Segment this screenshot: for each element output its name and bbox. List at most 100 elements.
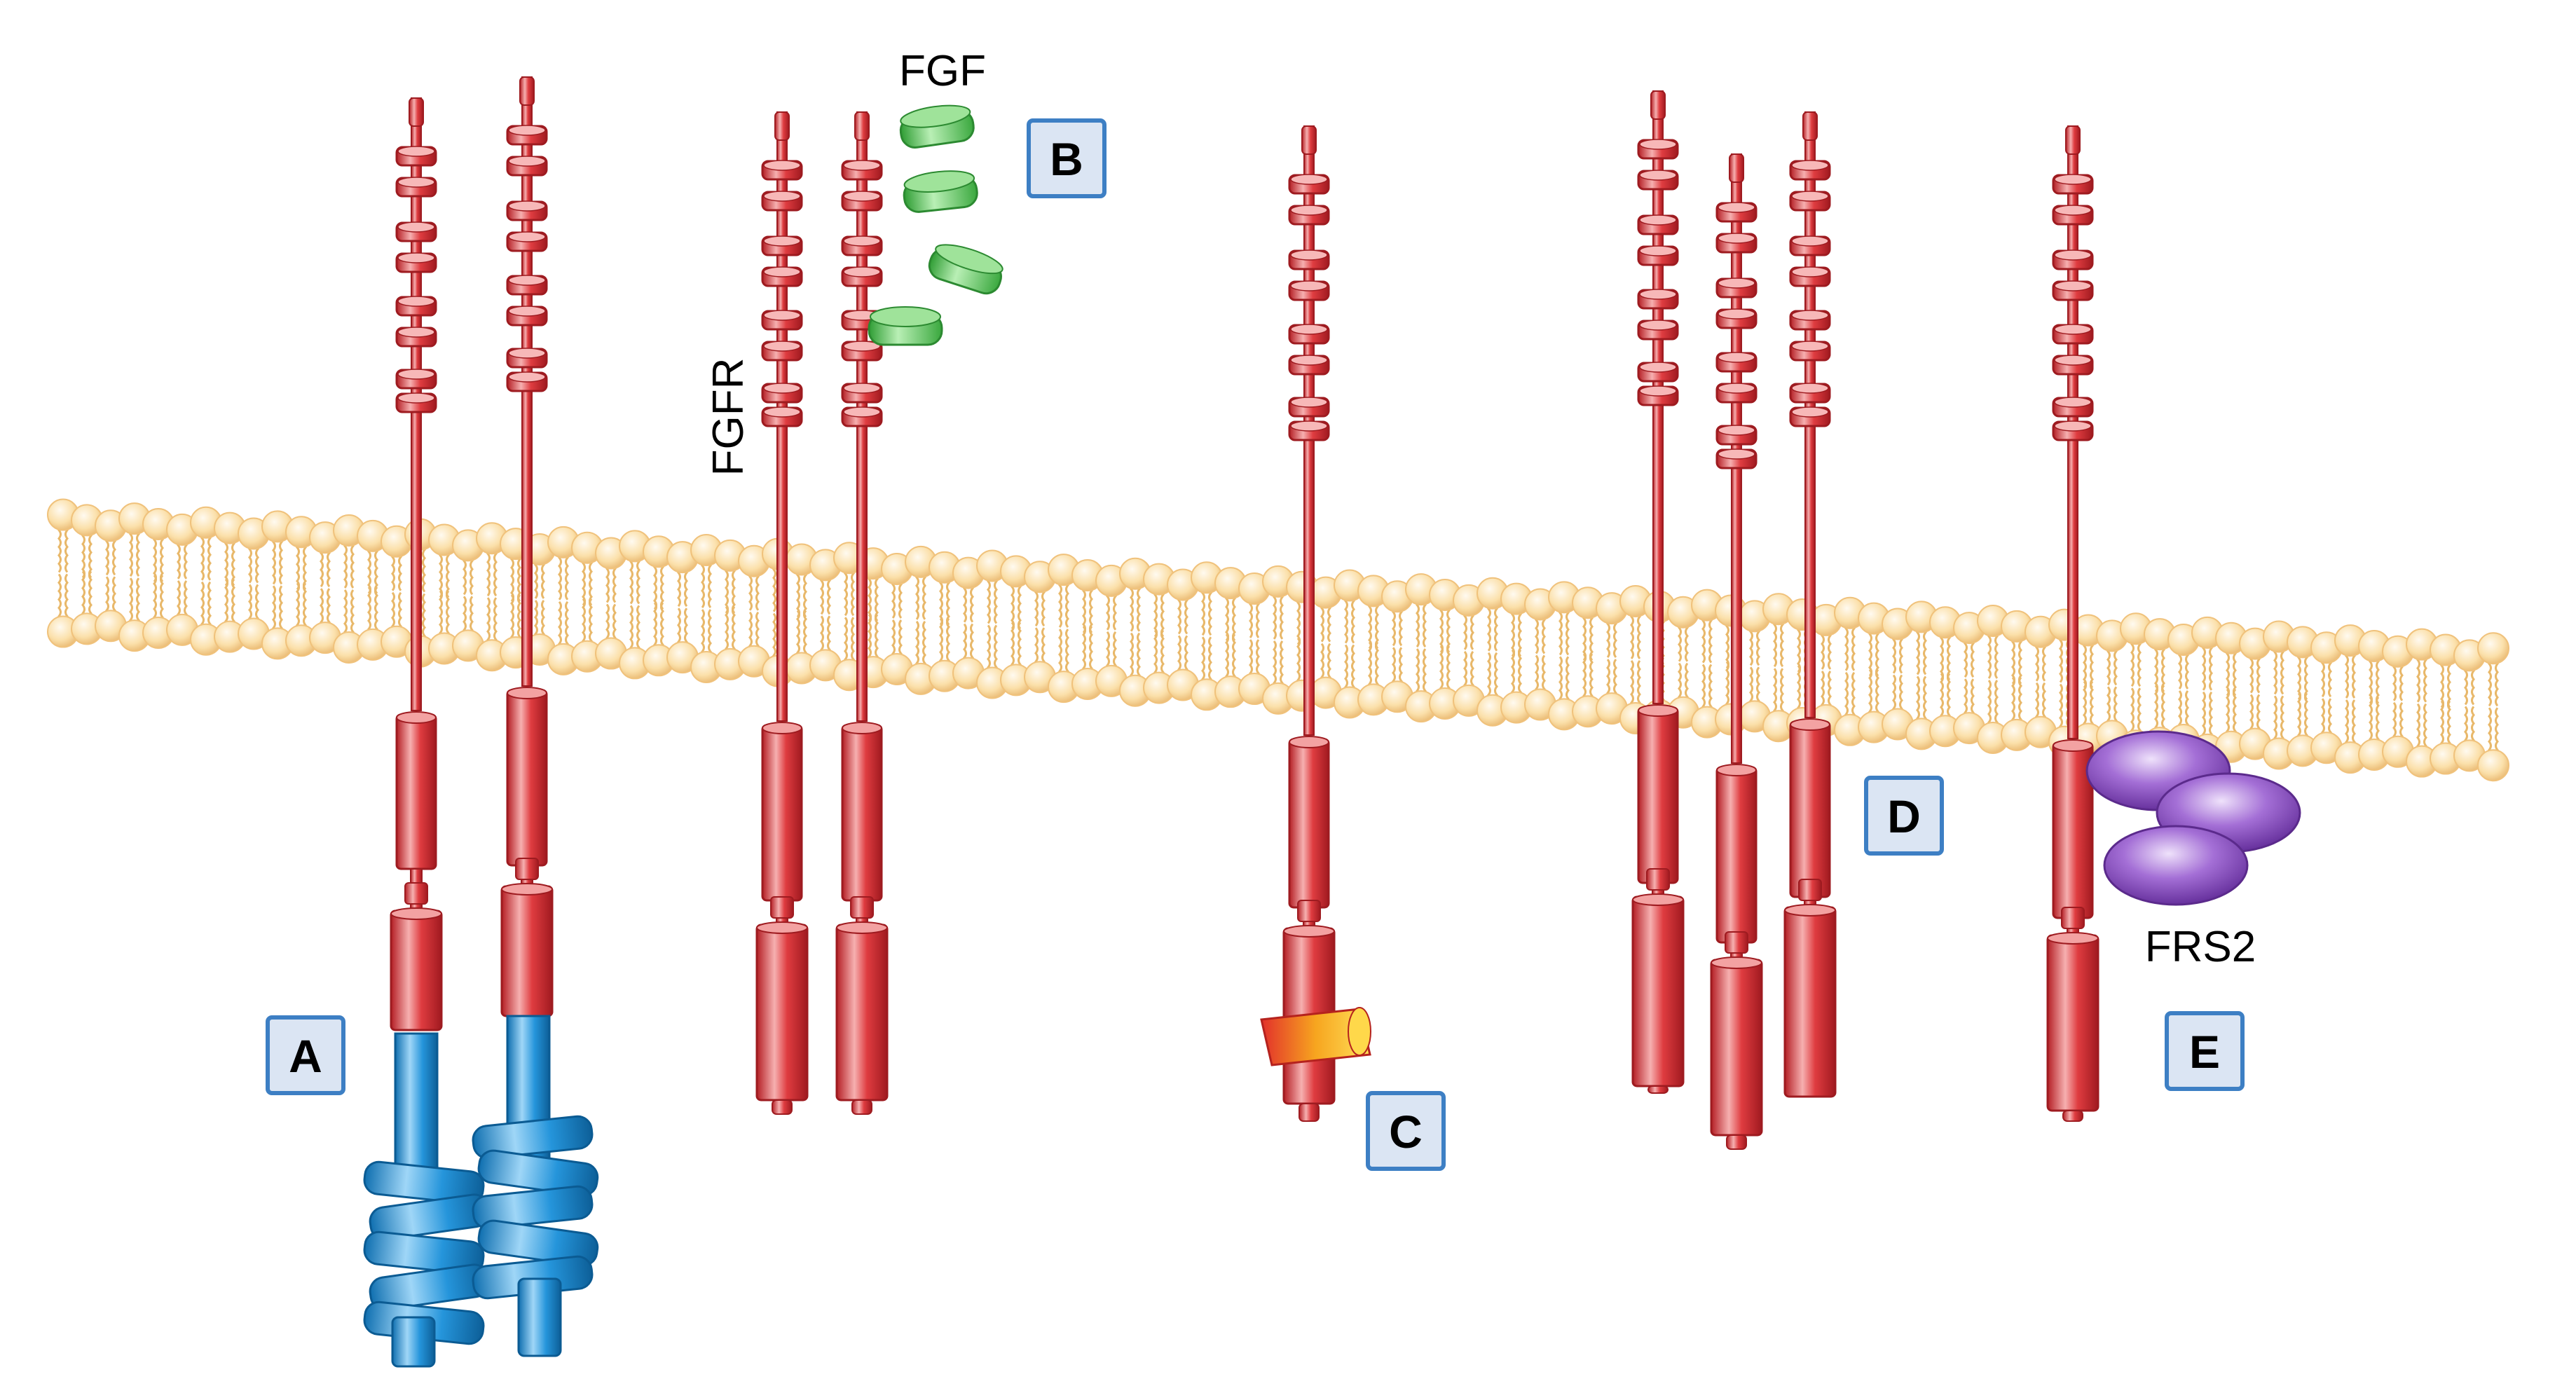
ig-like-domain-top xyxy=(763,310,801,321)
ig-like-domain-top xyxy=(397,177,435,188)
kinase-domain-alteration-c xyxy=(1260,1007,1371,1066)
ig-like-domain-top xyxy=(2054,355,2092,366)
panel-letter-b: B xyxy=(1050,133,1083,185)
receptor-domain-top xyxy=(1638,704,1678,717)
ig-like-domain-top xyxy=(843,383,881,394)
panel-box-b: B xyxy=(1027,118,1107,198)
ig-like-domain-top xyxy=(763,383,801,394)
ig-like-domain-top xyxy=(508,275,546,286)
ig-like-domain-top xyxy=(397,327,435,338)
partner-protein-panel-a xyxy=(363,1015,599,1368)
ig-like-domain-top xyxy=(763,191,801,202)
receptor-joint xyxy=(2061,907,2085,929)
ig-like-domain-top xyxy=(1639,245,1677,256)
ig-like-domain-top xyxy=(508,156,546,167)
kinase-domain-1 xyxy=(761,724,803,902)
ig-like-domain-top xyxy=(1791,406,1829,418)
kinase-domain-2 xyxy=(390,910,443,1031)
kinase-domain-1 xyxy=(395,713,437,870)
lipid-heads xyxy=(47,498,2509,782)
ig-like-domain-top xyxy=(763,341,801,352)
receptor-domain-top xyxy=(396,711,437,724)
receptor-tail xyxy=(1647,1085,1669,1094)
receptor-domain-top xyxy=(1784,904,1836,917)
receptor-tail xyxy=(851,1099,872,1115)
ig-like-domain-top xyxy=(1718,448,1755,460)
receptor-joint xyxy=(770,896,794,919)
ig-like-domain-top xyxy=(1639,289,1677,300)
ig-like-domain-top xyxy=(397,221,435,233)
ig-like-domain-top xyxy=(2054,174,2092,185)
receptor-tail xyxy=(2062,1110,2083,1122)
receptor-tip xyxy=(1301,125,1317,155)
kinase-domain-1 xyxy=(841,724,883,902)
receptor-joint xyxy=(1725,931,1748,954)
receptor-domain-top xyxy=(2047,932,2099,945)
fgfr-a-right xyxy=(500,76,554,1017)
ig-like-domain-top xyxy=(508,306,546,317)
fgf-ligand xyxy=(928,244,1003,295)
receptor-tip xyxy=(774,111,790,141)
ig-like-domain-top xyxy=(2054,420,2092,432)
ig-like-domain-top xyxy=(843,235,881,247)
ig-like-domain-top xyxy=(1290,397,1328,408)
panel-letter-c: C xyxy=(1389,1106,1423,1158)
receptor-tip xyxy=(409,97,424,127)
receptor-tail xyxy=(1299,1103,1320,1122)
partner-stalk xyxy=(391,1316,436,1368)
ig-like-domain-top xyxy=(1290,249,1328,261)
kinase-domain-1 xyxy=(1637,706,1679,884)
ig-like-domain-top xyxy=(763,406,801,418)
lipid-head xyxy=(2477,632,2509,665)
ig-like-domain-top xyxy=(1791,341,1829,352)
kinase-domain-2 xyxy=(755,924,809,1102)
ig-like-domain-top xyxy=(1718,352,1755,363)
altered-domain-band xyxy=(1260,1008,1371,1066)
kinase-domain-2 xyxy=(1783,906,1837,1098)
receptor-tip xyxy=(1729,153,1744,183)
ig-like-domain-top xyxy=(2054,205,2092,216)
ig-like-domain-top xyxy=(508,200,546,212)
receptor-domain-top xyxy=(1283,925,1335,938)
fgf-ligand-top xyxy=(903,170,975,193)
panel-box-d: D xyxy=(1864,776,1944,856)
ig-like-domain-top xyxy=(1791,160,1829,171)
ig-like-domain-top xyxy=(843,406,881,418)
fgfr-e xyxy=(2046,125,2099,1122)
kinase-domain-1 xyxy=(1789,720,1831,898)
ig-like-domain-top xyxy=(1718,202,1755,213)
ig-like-domain-top xyxy=(1639,170,1677,181)
fgfr-a-left xyxy=(390,97,443,1031)
receptor-joint xyxy=(1646,868,1670,891)
fgf-ligand xyxy=(899,104,975,149)
receptor-tail xyxy=(1726,1134,1747,1150)
ig-like-domain-top xyxy=(1290,355,1328,366)
receptor-tip xyxy=(2065,125,2081,155)
ig-like-domain-top xyxy=(763,235,801,247)
ig-like-domain-top xyxy=(1718,277,1755,289)
fgfr-receptors xyxy=(390,76,2099,1150)
frs2-label: FRS2 xyxy=(2145,923,2256,971)
receptor-joint xyxy=(515,858,539,880)
fgf-ligands xyxy=(868,104,1003,346)
ig-like-domain-top xyxy=(397,252,435,263)
ig-like-domain-top xyxy=(2054,324,2092,335)
fgfr-d-right xyxy=(1783,111,1837,1098)
receptor-domain-top xyxy=(1289,736,1329,748)
kinase-domain-2 xyxy=(1710,959,1763,1137)
receptor-joint xyxy=(850,896,874,919)
lipid-head xyxy=(2477,749,2509,782)
ig-like-domain-top xyxy=(2054,249,2092,261)
ig-like-domain-top xyxy=(843,160,881,171)
receptor-joint xyxy=(1798,879,1822,901)
kinase-domain-2 xyxy=(2046,934,2099,1112)
panel-box-c: C xyxy=(1366,1091,1446,1171)
ig-like-domain-top xyxy=(1290,205,1328,216)
ig-like-domain-top xyxy=(508,348,546,359)
ig-like-domain-top xyxy=(2054,280,2092,291)
panel-box-a: A xyxy=(266,1015,345,1095)
partner-coil-ring xyxy=(477,1219,599,1267)
ig-like-domain-top xyxy=(397,296,435,307)
frs2-adaptor xyxy=(2085,730,2301,906)
